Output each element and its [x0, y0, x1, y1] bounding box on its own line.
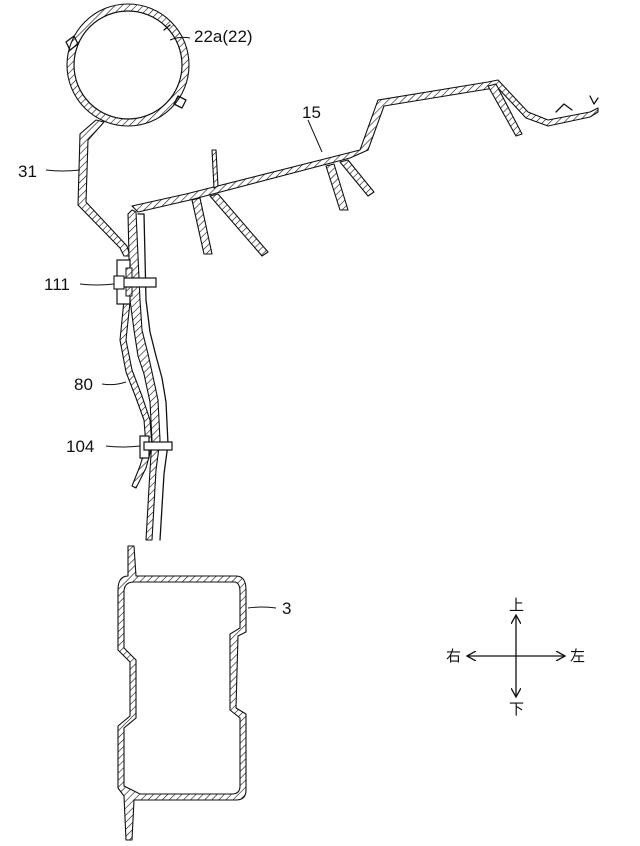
label-31: 31: [18, 162, 37, 181]
clip-111: [113, 259, 157, 305]
label-104: 104: [66, 437, 94, 456]
leader-111: [79, 283, 115, 286]
pipe-22a: [65, 3, 190, 127]
label-80: 80: [74, 375, 93, 394]
dir-down: 下: [509, 700, 524, 718]
leader-22: [169, 36, 191, 41]
label-111: 111: [44, 275, 70, 294]
dir-right: 右: [446, 647, 461, 665]
leader-31: [45, 169, 81, 172]
pillar-panel: [127, 209, 169, 541]
airbag-body-3: [117, 545, 247, 841]
leader-104: [105, 445, 141, 448]
leader-3: [247, 606, 277, 609]
dir-left: 左: [570, 647, 585, 665]
dir-up: 上: [509, 596, 524, 614]
leader-80: [101, 381, 127, 386]
garnish-80: [119, 299, 153, 489]
leader-15: [307, 119, 323, 153]
direction-indicator: 上 下 右 左: [446, 596, 585, 718]
label-3: 3: [282, 599, 291, 618]
clip-104: [139, 435, 173, 459]
roof-panel-15: [131, 79, 599, 257]
bracket-31: [77, 119, 131, 257]
label-15: 15: [302, 103, 321, 122]
label-22a: 22a(22): [194, 27, 253, 46]
